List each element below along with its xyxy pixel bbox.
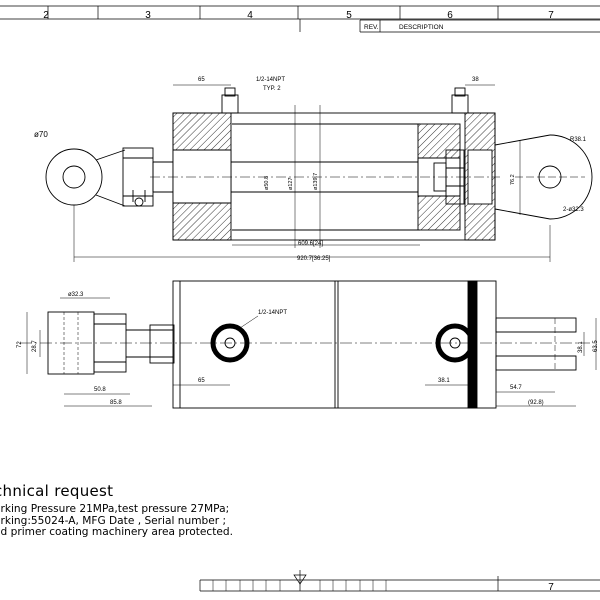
dim-clevis-height: 76.2 <box>510 174 516 185</box>
zone-label-4: 4 <box>247 10 253 21</box>
bottom-tick-marks <box>212 580 387 591</box>
technical-request: chnical request orking Pressure 21MPa,te… <box>0 482 294 539</box>
dim-overall-length: 920.7[36.25] <box>297 256 331 262</box>
dim-tube-od: ø139.7 <box>313 173 319 190</box>
zone-label-2: 2 <box>43 10 49 21</box>
zone-label-3: 3 <box>145 10 151 21</box>
dim-clevis-slot: 38.1 <box>578 341 584 353</box>
border-top-strip <box>0 5 600 32</box>
dim-bottom-rod-offset: 38.1 <box>438 378 450 384</box>
dim-rod-end-offset: 38 <box>472 77 479 83</box>
revision-rev-header: REV. <box>364 24 379 31</box>
dim-bottom-pin: ø32.3 <box>68 292 84 298</box>
zone-label-6: 6 <box>447 10 453 21</box>
dim-clevis-pin: 2-ø32.3 <box>563 207 584 213</box>
dim-eye-width: 28.7 <box>32 340 38 352</box>
dim-eye-offset-b: 85.8 <box>110 400 122 406</box>
revision-table <box>359 19 600 33</box>
dim-rod-dia: ø50.8 <box>264 176 270 190</box>
dim-clevis-total: 63.5 <box>593 340 599 352</box>
dim-eye-offset-a: 50.8 <box>94 387 106 393</box>
bottom-view <box>20 280 597 409</box>
dim-port-offset: 65 <box>198 77 205 83</box>
port-note-typ: TYP. 2 <box>263 86 281 92</box>
zone-label-5: 5 <box>346 10 352 21</box>
port-note: 1/2-14NPT <box>256 77 285 83</box>
dim-stroke: 609.6[24] <box>298 241 323 247</box>
bottom-port-note: 1/2-14NPT <box>258 310 287 316</box>
dim-clevis-offset: 54.7 <box>510 385 522 391</box>
technical-line-pressure: orking Pressure 21MPa,test pressure 27MP… <box>0 503 230 515</box>
dim-clevis-length: (92.8) <box>528 400 544 406</box>
zone-label-bottom-7: 7 <box>548 582 554 593</box>
dim-eye-height: 72 <box>17 341 23 348</box>
technical-line-marking: arking:55024-A, MFG Date , Serial number… <box>0 514 227 527</box>
border-bottom-strip <box>199 570 600 592</box>
technical-line-coating: ed primer coating machinery area protect… <box>0 526 233 538</box>
dim-bore-dia: ø127 <box>288 177 294 190</box>
dim-bottom-port-offset: 65 <box>198 378 205 384</box>
top-view-section <box>45 84 593 262</box>
revision-description-header: DESCRIPTION <box>399 24 444 31</box>
zone-label-7: 7 <box>548 10 554 21</box>
dim-eye-diameter: ø70 <box>34 130 48 139</box>
dim-clevis-radius: R38.1 <box>570 137 587 143</box>
technical-request-title: chnical request <box>0 482 114 500</box>
